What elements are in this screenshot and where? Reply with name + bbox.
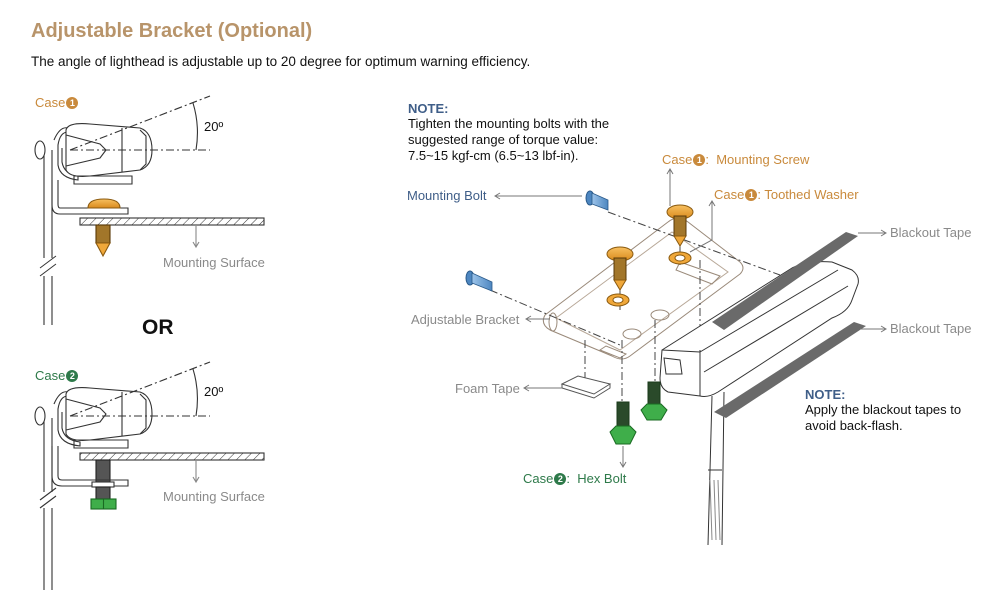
case1-side-view — [34, 95, 265, 325]
blackout-note-text: Apply the blackout tapes to avoid back-f… — [805, 402, 962, 433]
case1-angle-label: 20º — [204, 119, 224, 134]
case2-surface-label: Mounting Surface — [163, 489, 265, 504]
torque-note-heading: NOTE: — [408, 101, 449, 116]
callout-adjustable-bracket: Adjustable Bracket — [411, 312, 520, 327]
mounting-screw-case: Case — [662, 152, 693, 167]
toothed-washer-badge: 1 — [745, 189, 758, 201]
mounting-screw-badge: 1 — [693, 154, 706, 166]
case1-badge: 1 — [66, 97, 79, 109]
hex-bolt-case: Case — [523, 471, 554, 486]
mounting-screw-text: : Mounting Screw — [705, 152, 810, 167]
case2-badge: 2 — [66, 370, 79, 382]
mounting-bolt-lower — [465, 270, 493, 292]
case2-angle-label: 20º — [204, 384, 224, 399]
callout-blackout-tape-2: Blackout Tape — [890, 321, 972, 336]
hex-bolt-text: : Hex Bolt — [566, 471, 627, 486]
callout-foam-tape: Foam Tape — [455, 381, 520, 396]
case2-side-view — [34, 361, 265, 590]
title-main: Adjustable Bracket — [31, 20, 213, 42]
case1-label-text: Case — [35, 95, 66, 110]
toothed-washer-text: : Toothed Washer — [757, 187, 859, 202]
case2-label-text: Case — [35, 368, 66, 383]
page-title: Adjustable Bracket (Optional) — [31, 20, 312, 43]
hex-bolt-left — [609, 401, 637, 445]
or-label: OR — [142, 316, 174, 339]
callout-mounting-bolt: Mounting Bolt — [407, 188, 487, 203]
exploded-view — [489, 211, 866, 546]
torque-note: NOTE: Tighten the mounting bolts with th… — [408, 101, 638, 164]
callout-blackout-tape-1: Blackout Tape — [890, 225, 972, 240]
toothed-washer-case: Case — [714, 187, 745, 202]
hex-bolt-right — [640, 381, 668, 421]
mounting-screw-right — [666, 204, 694, 265]
mounting-screw-left — [606, 246, 634, 307]
torque-note-text: Tighten the mounting bolts with the sugg… — [408, 116, 610, 163]
case1-surface-label: Mounting Surface — [163, 255, 265, 270]
blackout-note: NOTE: Apply the blackout tapes to avoid … — [805, 387, 985, 434]
leader-lines — [494, 168, 887, 468]
title-suffix: (Optional) — [217, 20, 313, 42]
mounting-bolt-upper — [585, 190, 609, 211]
hex-bolt-badge: 2 — [554, 473, 567, 485]
page-subtitle: The angle of lighthead is adjustable up … — [31, 54, 531, 69]
blackout-note-heading: NOTE: — [805, 387, 846, 402]
